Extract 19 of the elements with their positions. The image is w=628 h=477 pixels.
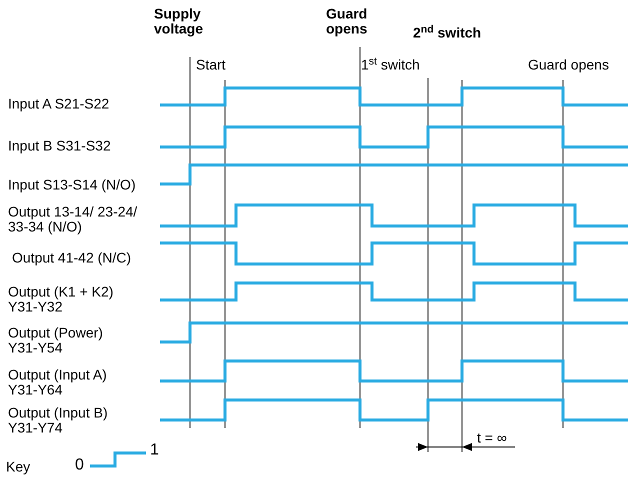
event-label: Guard opens	[528, 58, 609, 72]
signal-label: Output (Input A) Y31-Y64	[8, 367, 108, 397]
signal-label: Input B S31-S32	[8, 138, 111, 154]
event-label: 1$^{st}$ switch	[361, 58, 420, 72]
event-label: Supply voltage	[154, 6, 204, 36]
key-label: Key	[6, 460, 30, 474]
event-label: Start	[196, 58, 226, 72]
key-value-label: 1	[150, 442, 159, 460]
signal-label: Output (K1 + K2) Y31-Y32	[8, 284, 114, 314]
signal-label: Input A S21-S22	[8, 96, 110, 112]
signal-label: Output 13-14/ 23-24/ 33-34 (N/O)	[8, 204, 138, 234]
event-label: 2$^{nd}$ switch	[413, 26, 482, 40]
signal-label: Input S13-S14 (N/O)	[8, 178, 136, 192]
key-value-label: 0	[75, 458, 84, 474]
event-label: Guard opens	[326, 6, 368, 36]
signal-label: Output 41-42 (N/C)	[12, 250, 132, 266]
signal-label: Output (Input B) Y31-Y74	[8, 405, 109, 435]
dimension-label: t = ∞	[477, 430, 507, 446]
signal-label: Output (Power) Y31-Y54	[8, 325, 104, 355]
